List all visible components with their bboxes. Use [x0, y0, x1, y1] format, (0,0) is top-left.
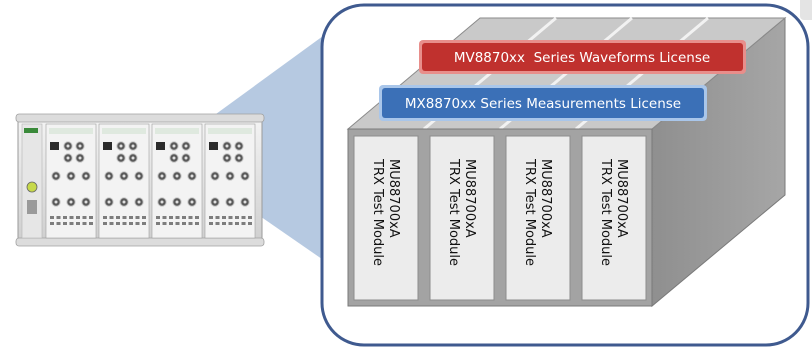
instrument-control-panel	[21, 123, 43, 239]
instrument-module	[151, 123, 203, 239]
module-name: TRX Test Module	[522, 158, 537, 266]
instrument-module	[98, 123, 150, 239]
module-model: MU88700xA	[538, 159, 553, 238]
power-button-icon	[26, 181, 38, 193]
module-card: MU88700xATRX Test Module	[581, 135, 647, 301]
module-card: MU88700xATRX Test Module	[429, 135, 495, 301]
instrument-module	[45, 123, 97, 239]
module-card: MU88700xATRX Test Module	[353, 135, 419, 301]
corner-tab	[800, 0, 812, 20]
module-model: MU88700xA	[462, 159, 477, 238]
module-card: MU88700xATRX Test Module	[505, 135, 571, 301]
waveforms-license-bar: MV8870xx Series Waveforms License	[419, 40, 746, 74]
instrument-module	[204, 123, 256, 239]
module-label: MU88700xATRX Test Module	[598, 158, 629, 266]
module-label: MU88700xATRX Test Module	[370, 158, 401, 266]
module-label: MU88700xATRX Test Module	[446, 158, 477, 266]
module-label: MU88700xATRX Test Module	[522, 158, 553, 266]
module-model: MU88700xA	[386, 159, 401, 238]
module-name: TRX Test Module	[370, 158, 385, 266]
zoom-beam	[205, 20, 345, 275]
module-name: TRX Test Module	[446, 158, 461, 266]
instrument-chassis	[15, 113, 265, 247]
module-model: MU88700xA	[614, 159, 629, 238]
measurements-license-bar: MX8870xx Series Measurements License	[379, 85, 707, 121]
measurements-license-label: MX8870xx Series Measurements License	[405, 96, 681, 112]
waveforms-license-label: MV8870xx Series Waveforms License	[454, 50, 710, 66]
module-name: TRX Test Module	[598, 158, 613, 266]
